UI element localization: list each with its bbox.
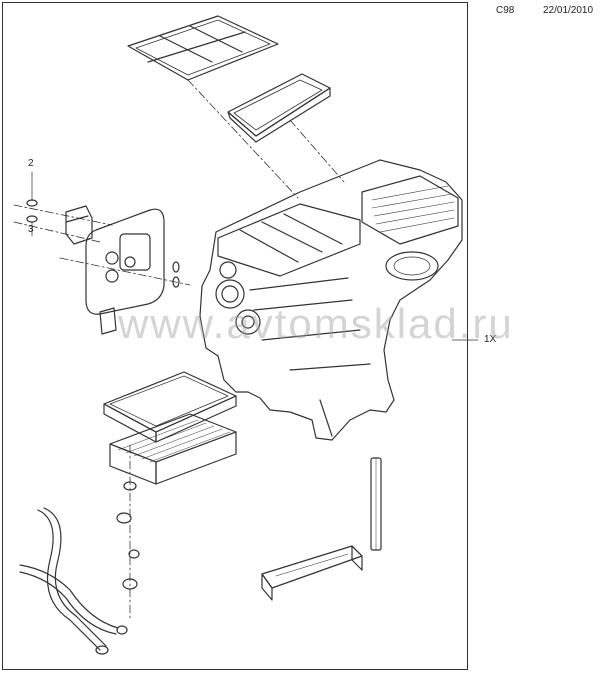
callout-2: 2 [28, 158, 34, 169]
expansion-valve [65, 205, 93, 245]
mounting-bracket [261, 545, 363, 601]
air-filter-frame [127, 15, 279, 81]
cabin-filter [103, 371, 237, 443]
heater-core [109, 413, 237, 485]
diagram-frame [2, 2, 468, 670]
callout-1x: 1X [484, 334, 497, 345]
o-ring-seals [26, 199, 180, 288]
drain-tube [370, 457, 382, 551]
hvac-housing [199, 159, 463, 441]
actuator-gears [215, 261, 261, 335]
callout-3: 3 [28, 224, 34, 235]
assembly-leader-lines [13, 79, 479, 621]
diagram-date: 22/01/2010 [543, 5, 594, 16]
watermark: www.avtomsklad.ru [118, 300, 514, 347]
diagram-code: C98 [496, 5, 515, 16]
pipe-seals [116, 481, 140, 590]
evaporator-flange-plate [85, 208, 165, 335]
heater-hoses [19, 507, 128, 655]
seal-gasket [227, 73, 331, 143]
